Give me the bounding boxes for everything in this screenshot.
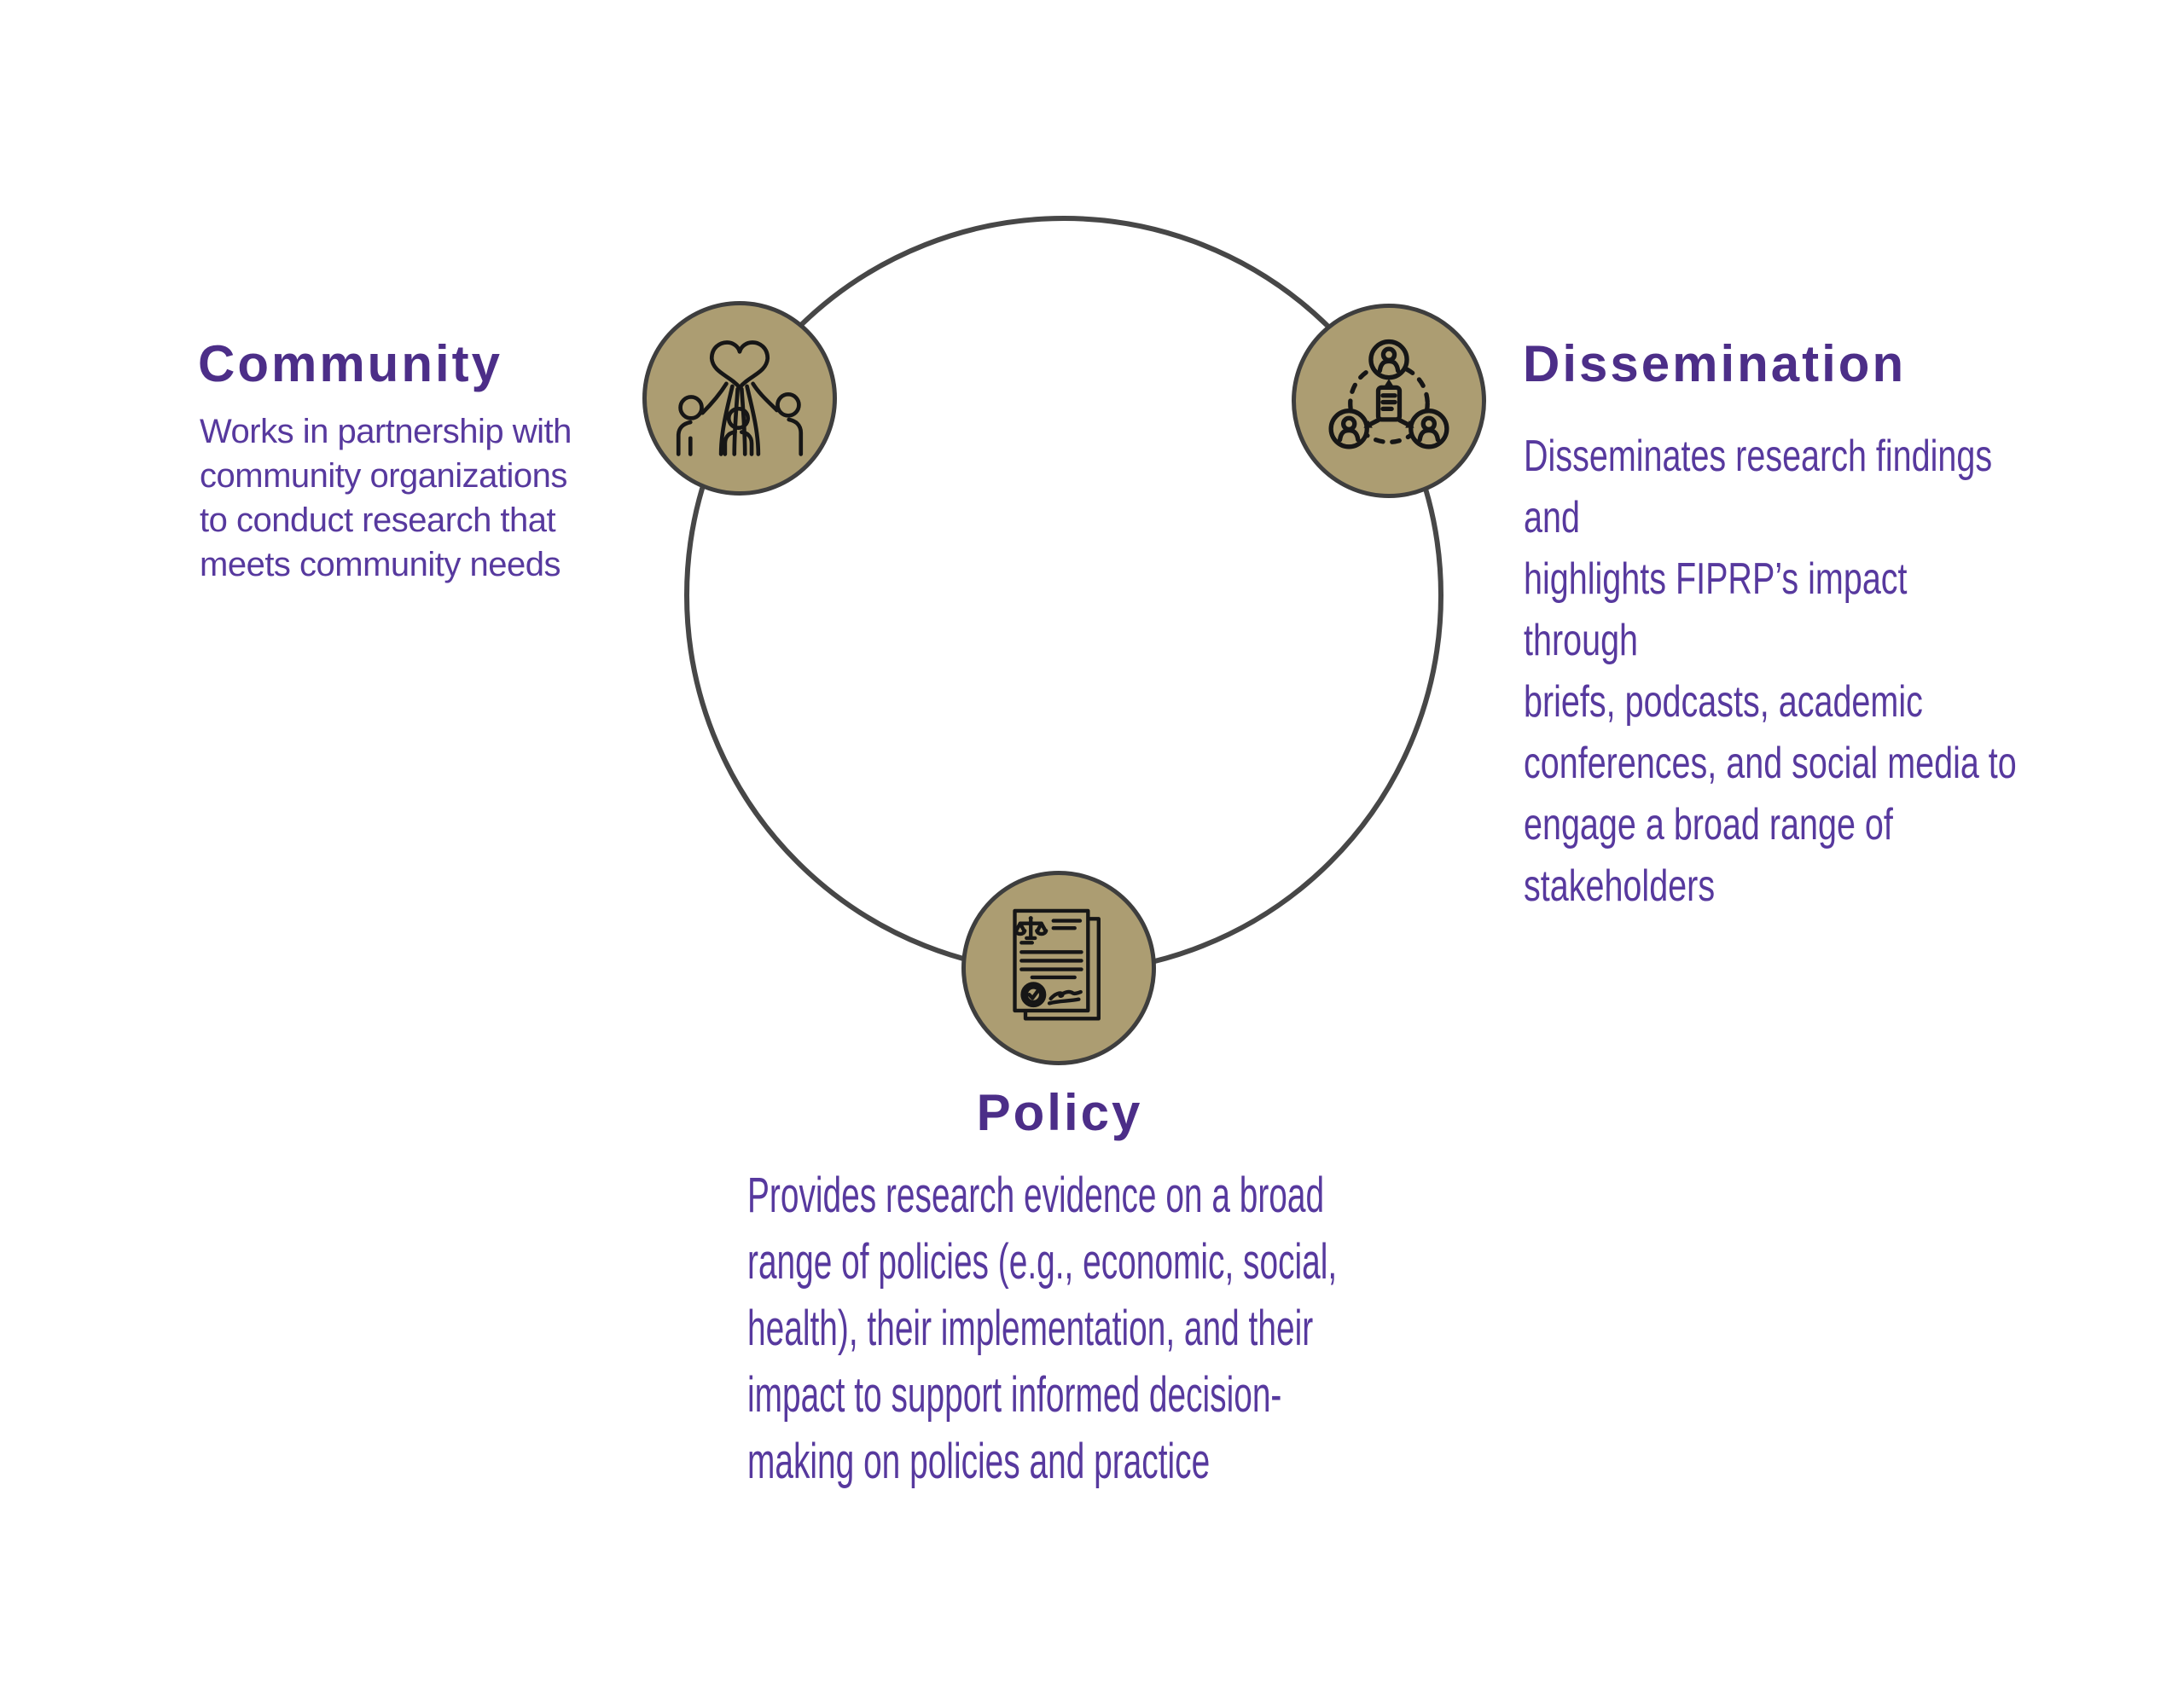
hands-raising-heart-icon (676, 340, 804, 456)
community-node (642, 301, 837, 496)
policy-description: Provides research evidence on a broad ra… (747, 1168, 1338, 1489)
dissemination-node (1292, 304, 1486, 498)
policy-node (961, 871, 1156, 1065)
community-description: Works in partnership with community orga… (200, 413, 572, 583)
dissemination-title: Dissemination (1523, 335, 1907, 392)
dissemination-description: Disseminates research findings and highl… (1524, 432, 2017, 911)
people-network-share-icon (1328, 339, 1449, 449)
legal-document-icon (1013, 908, 1101, 1021)
community-title: Community (198, 335, 502, 392)
policy-title: Policy (976, 1084, 1143, 1141)
